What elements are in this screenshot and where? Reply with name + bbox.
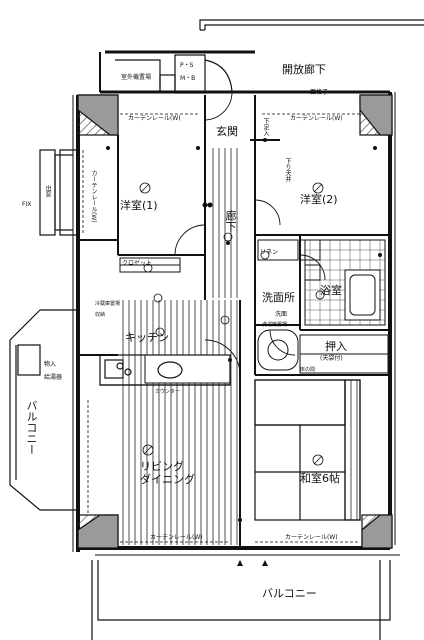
label-washroom: 洗面所 — [262, 291, 295, 304]
corner-columns — [77, 94, 393, 549]
label-washing-machine: 洗濯機置場 — [262, 322, 288, 328]
label-closet: クロゼット — [122, 260, 153, 267]
label-ps: P・S — [180, 62, 194, 69]
label-linen: リネン — [260, 249, 279, 256]
label-water-heater: 給湯器 — [44, 374, 63, 381]
bay-window — [39, 149, 78, 236]
closet — [119, 257, 181, 273]
label-outdoor-unit: 室外機置場 — [121, 74, 152, 81]
label-curtain-rail-tall: カーテンレール(W) — [90, 170, 97, 223]
interior-walls — [78, 95, 390, 548]
label-kitchen: キッチン — [125, 331, 169, 344]
label-hallway: 廊下 — [224, 210, 237, 232]
label-bathroom: 浴室 — [320, 284, 342, 297]
label-western-room-1: 洋室(1) — [120, 199, 158, 212]
label-balcony: バルコニー — [262, 587, 317, 600]
outer-walls — [72, 50, 400, 556]
label-curtain-rail-4: カーテンレール(W) — [285, 534, 338, 541]
front-balcony — [91, 560, 391, 640]
open-corridor — [199, 19, 424, 31]
ps-mb-box — [115, 54, 233, 94]
label-curtain-rail-1: カーテンレール(W) — [128, 115, 181, 122]
label-curtain-rail-3: カーテンレール(W) — [150, 534, 203, 541]
label-lowered-ceiling: 下り天井 — [284, 158, 291, 182]
label-bay-window: 出窓 — [44, 185, 51, 197]
side-balcony — [9, 309, 78, 511]
kitchen-counter — [99, 354, 231, 386]
label-pantry: 収納 — [95, 312, 106, 318]
label-lattice: 面格子 — [310, 89, 329, 96]
label-japanese-room: 和室6帖 — [300, 472, 340, 485]
washroom — [257, 239, 321, 371]
label-curtain-rail-2: カーテンレール(W) — [290, 115, 343, 122]
hallway-floor — [210, 148, 238, 298]
label-western-room-2: 洋室(2) — [300, 193, 338, 206]
fixture-marks — [106, 138, 382, 566]
label-mb: M・B — [180, 75, 196, 82]
curtain-rails — [82, 113, 360, 543]
label-open-corridor: 開放廊下 — [282, 63, 326, 76]
label-shoe-box: 下足入 — [262, 118, 269, 136]
label-living-dining: リビング ダイニング — [140, 460, 195, 487]
label-storage-left: 物入 — [44, 361, 57, 368]
label-washbasin: 洗面 — [275, 311, 288, 318]
oshiire — [299, 334, 389, 374]
label-fix: FIX — [22, 201, 32, 208]
label-fridge: 冷蔵庫置場 — [95, 301, 121, 307]
label-floor-board: 床の間 — [300, 367, 316, 373]
living-floor — [118, 300, 240, 545]
label-entrance: 玄関 — [216, 125, 238, 138]
label-counter: カウンター — [155, 389, 181, 395]
label-tenbukuro: (天袋付) — [320, 355, 343, 362]
label-side-balcony: バルコニー — [25, 400, 38, 455]
bathroom — [304, 239, 386, 326]
japanese-room-tatami — [254, 379, 361, 521]
label-oshiire: 押入 — [325, 340, 347, 353]
